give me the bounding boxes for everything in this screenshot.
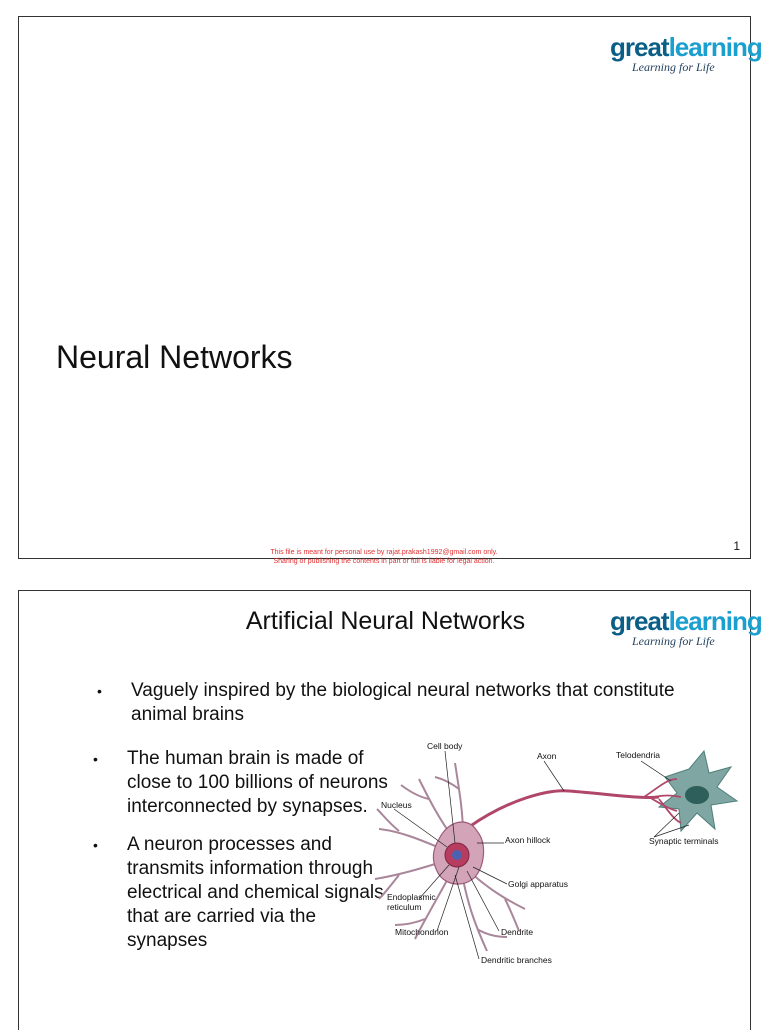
watermark-line-2: Sharing or publishing the contents in pa… xyxy=(273,558,495,565)
logo-great-text: great xyxy=(610,606,670,636)
logo-tagline: Learning for Life xyxy=(632,60,715,74)
watermark: This file is meant for personal use by r… xyxy=(0,548,768,566)
axon-shape xyxy=(468,789,660,829)
neuron-diagram: Cell body Axon Telodendria Nucleus Axon … xyxy=(374,741,739,965)
label-nucleus: Nucleus xyxy=(381,800,412,810)
bullet-text: Vaguely inspired by the biological neura… xyxy=(131,680,675,725)
slide-title: Artificial Neural Networks xyxy=(245,607,526,635)
bullet-item: • The human brain is made of close to 100… xyxy=(93,747,393,819)
label-golgi-apparatus: Golgi apparatus xyxy=(508,879,568,889)
label-cell-body: Cell body xyxy=(427,741,463,751)
bullet-list-side: • The human brain is made of close to 100… xyxy=(93,747,393,967)
content-slide: greatlearning Learning for Life Artifici… xyxy=(18,590,763,1030)
logo-great-text: great xyxy=(610,32,670,62)
label-dendritic-branches: Dendritic branches xyxy=(481,955,552,965)
bullet-text: The human brain is made of close to 100 … xyxy=(127,748,388,817)
bullet-list-top: • Vaguely inspired by the biological neur… xyxy=(97,679,697,727)
logo-learning-text: learning xyxy=(668,606,763,636)
telodendria-shape xyxy=(643,778,682,824)
label-synaptic-terminals: Synaptic terminals xyxy=(649,836,718,846)
nucleolus-shape xyxy=(452,850,462,860)
label-axon: Axon xyxy=(537,751,557,761)
label-leader-lines xyxy=(393,750,690,960)
bullet-marker: • xyxy=(93,751,98,767)
label-axon-hillock: Axon hillock xyxy=(505,835,551,845)
greatlearning-logo: greatlearning Learning for Life xyxy=(610,32,763,74)
label-endoplasmic: Endoplasmic xyxy=(387,892,436,902)
logo-learning-text: learning xyxy=(668,32,763,62)
logo-tagline: Learning for Life xyxy=(632,634,715,648)
watermark-line-1: This file is meant for personal use by r… xyxy=(270,549,498,556)
target-cell-nucleus xyxy=(685,786,709,804)
greatlearning-logo: greatlearning Learning for Life xyxy=(610,606,763,648)
label-reticulum: reticulum xyxy=(387,902,421,912)
bullet-item: • A neuron processes and transmits inform… xyxy=(93,833,393,953)
title-slide: greatlearning Learning for Life Neural N… xyxy=(18,16,763,559)
bullet-text: A neuron processes and transmits informa… xyxy=(127,834,384,951)
bullet-marker: • xyxy=(93,837,98,853)
slide-title: Neural Networks xyxy=(56,339,293,375)
label-telodendria: Telodendria xyxy=(616,750,660,760)
label-mitochondrion: Mitochondrion xyxy=(395,927,449,937)
bullet-item: • Vaguely inspired by the biological neur… xyxy=(97,679,697,727)
page-number: 1 xyxy=(733,539,740,553)
label-dendrite: Dendrite xyxy=(501,927,533,937)
bullet-marker: • xyxy=(97,683,102,699)
